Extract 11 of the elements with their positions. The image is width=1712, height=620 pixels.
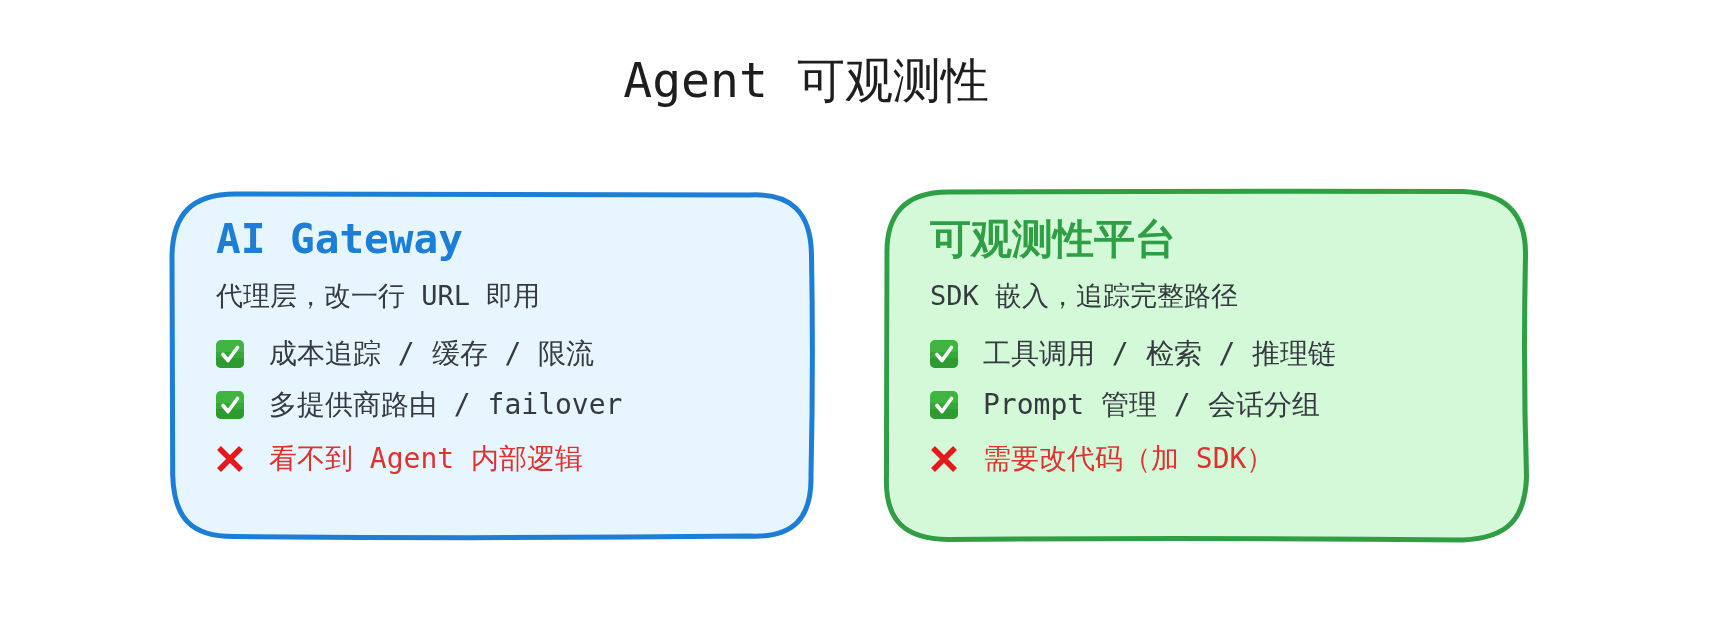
feature-text: 多提供商路由 / failover (269, 388, 623, 422)
feature-text: 成本追踪 / 缓存 / 限流 (269, 337, 595, 371)
card-subtitle: SDK 嵌入，追踪完整路径 (930, 279, 1239, 313)
card-subtitle: 代理层，改一行 URL 即用 (216, 279, 541, 313)
card-heading: AI Gateway (216, 215, 463, 265)
feature-text: 工具调用 / 检索 / 推理链 (983, 337, 1337, 371)
diagram-title: Agent 可观测性 (623, 51, 989, 110)
limitation-text: 看不到 Agent 内部逻辑 (269, 442, 583, 476)
limitation-text: 需要改代码（加 SDK） (983, 442, 1275, 476)
card-heading: 可观测性平台 (930, 215, 1176, 265)
feature-text: Prompt 管理 / 会话分组 (983, 388, 1320, 422)
